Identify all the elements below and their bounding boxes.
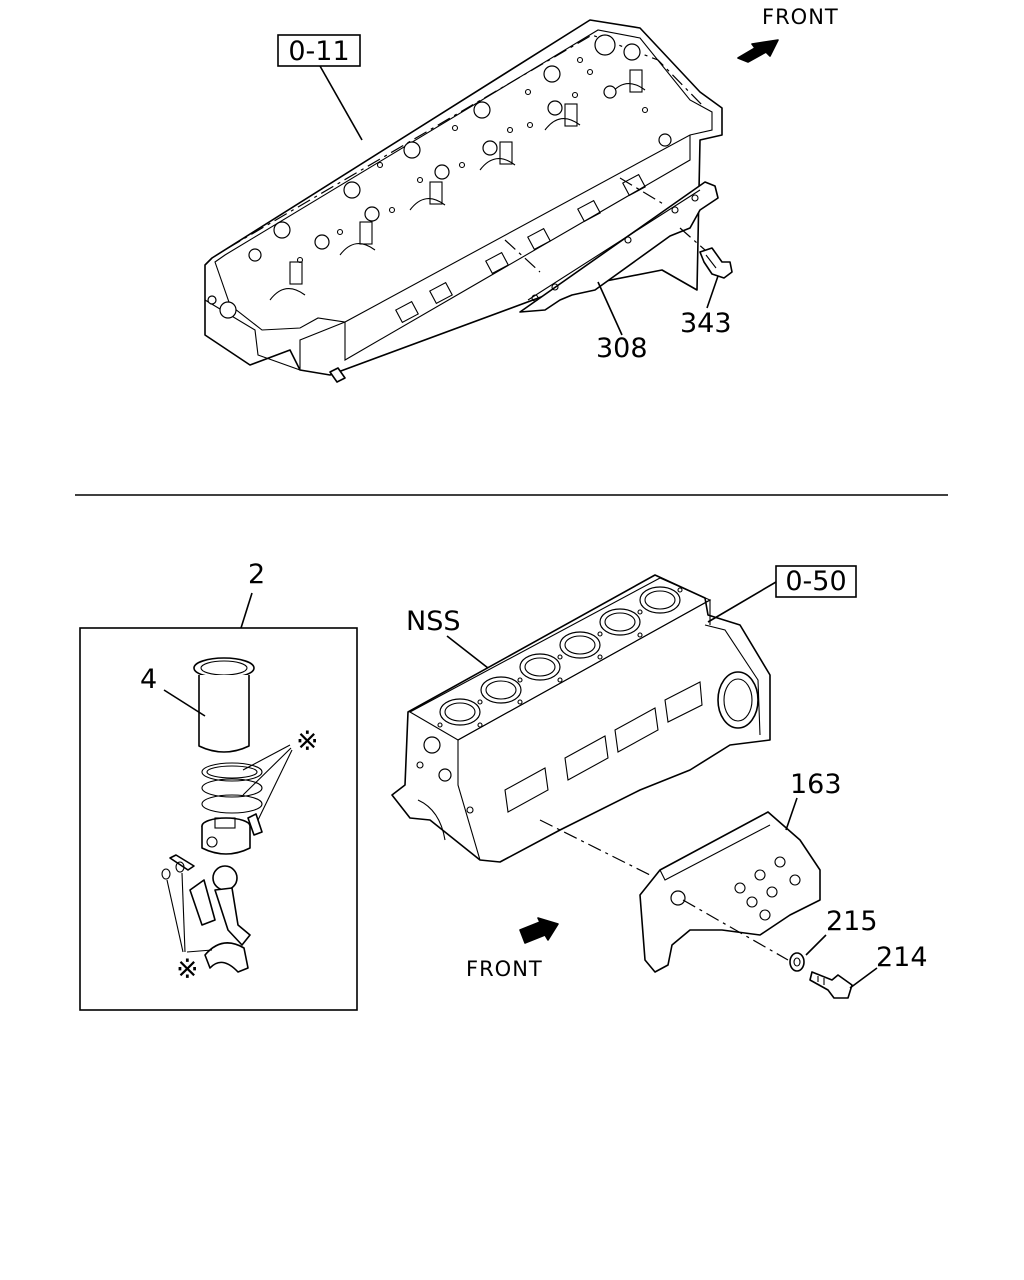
leader-0-11 xyxy=(319,65,363,141)
callout-308: 308 xyxy=(596,333,648,364)
leader-asterisk-ring2 xyxy=(242,747,292,796)
leader-4 xyxy=(163,689,206,717)
leader-dash-308b xyxy=(619,177,666,206)
cylinder-liner-4 xyxy=(193,657,255,753)
leader-0-50 xyxy=(707,581,777,623)
callout-214: 214 xyxy=(876,942,928,973)
piston-kit-box xyxy=(79,627,358,1011)
leader-dash-163 xyxy=(539,819,651,876)
bolt-343 xyxy=(699,247,733,279)
leader-dash-215 xyxy=(682,899,789,961)
leader-308 xyxy=(597,281,623,336)
leader-kit-2 xyxy=(240,592,253,629)
piston xyxy=(201,817,251,855)
leader-163 xyxy=(785,797,798,831)
callout-kit-2: 2 xyxy=(248,559,265,590)
circlip-right xyxy=(175,861,185,873)
leader-343 xyxy=(706,275,719,309)
leader-asterisk-clip2 xyxy=(181,872,186,953)
leader-215 xyxy=(805,934,827,956)
ref-box-lower-label: 0-50 xyxy=(785,566,846,597)
leader-nss xyxy=(446,635,489,669)
leader-dash-343 xyxy=(679,227,706,251)
callout-nss: NSS xyxy=(406,606,460,637)
ref-box-lower xyxy=(775,565,857,598)
circlip-left xyxy=(161,868,171,880)
leader-asterisk-clip1 xyxy=(166,879,184,953)
leader-asterisk-pin xyxy=(257,749,293,821)
piston-rings xyxy=(201,762,263,814)
front-label-lower: FRONT xyxy=(466,957,543,981)
callout-163: 163 xyxy=(790,769,842,800)
snap-pin xyxy=(247,813,263,836)
callout-4: 4 xyxy=(140,664,157,695)
front-arrow-lower xyxy=(519,917,559,944)
asterisk-marker-top: ※ xyxy=(296,726,319,757)
cover-plate-163 xyxy=(639,811,821,973)
connecting-rod xyxy=(189,865,251,973)
bolt-214 xyxy=(809,971,853,999)
washer-215 xyxy=(789,952,805,972)
cylinder-head-drawing xyxy=(204,19,723,383)
ref-box-upper xyxy=(277,34,361,67)
callout-215: 215 xyxy=(826,906,878,937)
cylinder-block-drawing xyxy=(391,574,771,863)
ref-box-upper-label: 0-11 xyxy=(288,36,349,67)
leader-dash-308 xyxy=(504,239,541,273)
front-label-upper: FRONT xyxy=(762,5,839,29)
asterisk-marker-bottom: ※ xyxy=(176,954,199,985)
front-arrow-upper xyxy=(737,39,779,63)
gasket-308 xyxy=(519,181,719,313)
leader-214 xyxy=(849,967,878,989)
leader-asterisk-ring1 xyxy=(242,744,291,771)
leader-asterisk-bearing xyxy=(186,949,213,953)
callout-343: 343 xyxy=(680,308,732,339)
